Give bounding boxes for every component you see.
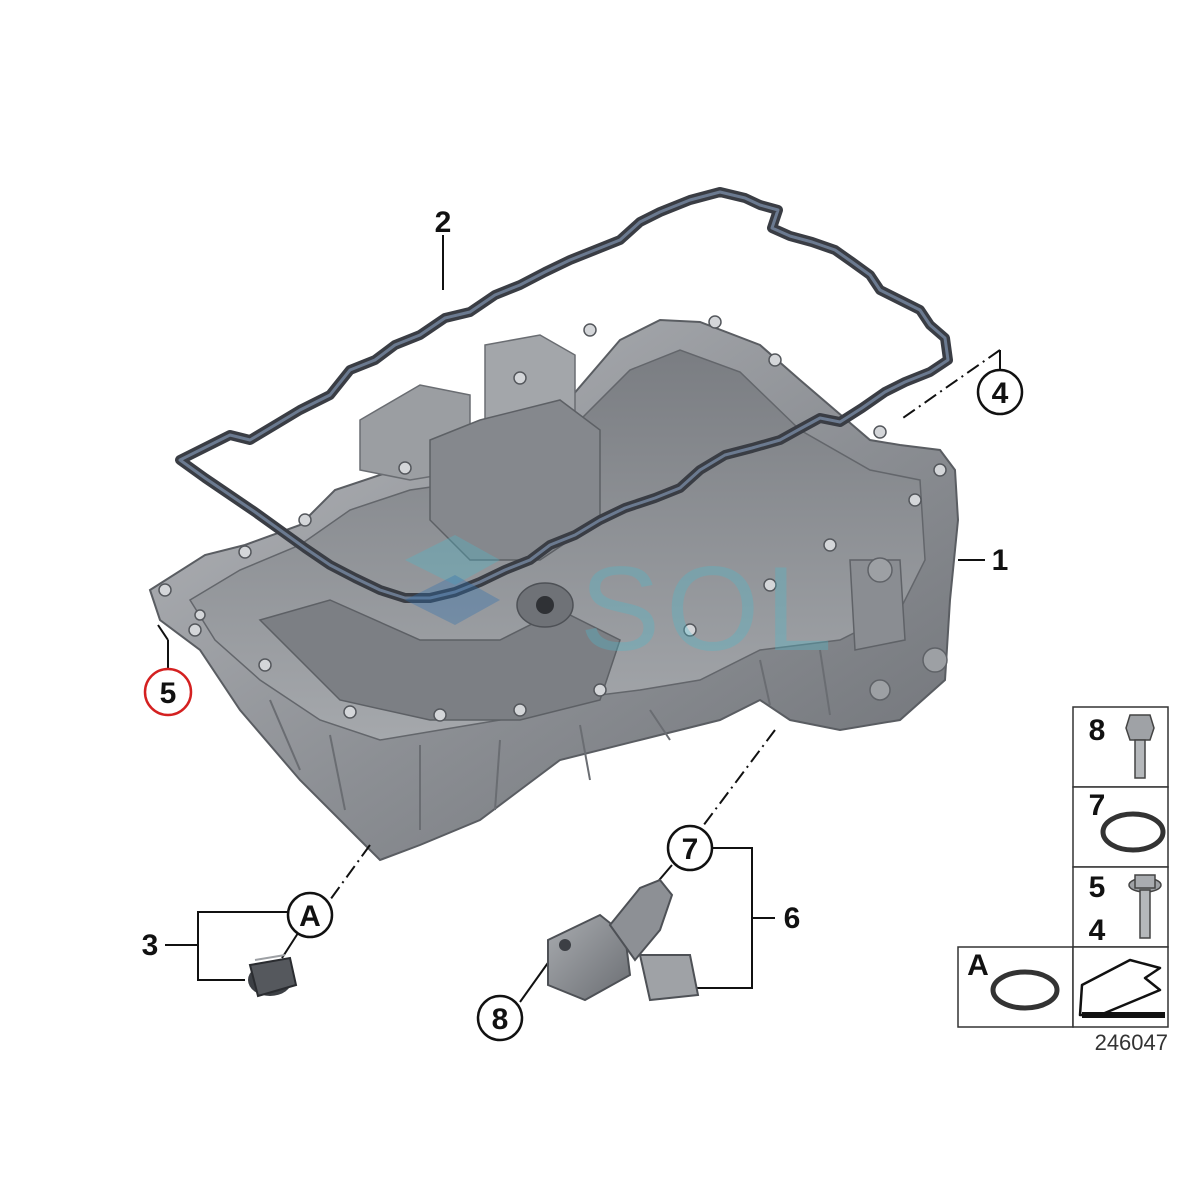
callout-8: 8 bbox=[476, 994, 524, 1042]
callout-8-label: 8 bbox=[492, 1003, 509, 1036]
callout-4: 4 bbox=[976, 368, 1024, 416]
callout-7: 7 bbox=[666, 824, 714, 872]
watermark: SOL bbox=[405, 535, 838, 676]
callout-5: 5 bbox=[143, 667, 193, 717]
oil-pan-gasket bbox=[175, 187, 953, 603]
oil-level-sensor bbox=[547, 878, 700, 1002]
legend-row3-bottom-label: 4 bbox=[1089, 914, 1106, 947]
fastener-legend: 8 7 5 4 A 246047 bbox=[957, 706, 1169, 1055]
legend-row3-top-label: 5 bbox=[1089, 871, 1106, 904]
callout-7-label: 7 bbox=[682, 833, 699, 866]
legend-row1-label: 8 bbox=[1089, 714, 1106, 747]
leader-lines bbox=[157, 235, 1001, 1003]
sealing-ring-icon bbox=[990, 969, 1060, 1011]
hex-bolt-icon bbox=[1125, 714, 1155, 779]
o-ring-icon bbox=[1100, 811, 1166, 853]
callout-4-label: 4 bbox=[992, 377, 1009, 410]
callout-2-label: 2 bbox=[435, 206, 452, 239]
callout-6-label: 6 bbox=[784, 902, 801, 935]
reference-arrow-icon bbox=[1078, 958, 1165, 1018]
drain-plug bbox=[248, 954, 298, 998]
callout-1-label: 1 bbox=[992, 544, 1009, 577]
callout-3-label: 3 bbox=[142, 929, 159, 962]
callout-a: A bbox=[286, 891, 334, 939]
legend-row2-label: 7 bbox=[1089, 789, 1106, 822]
callout-5-label: 5 bbox=[160, 677, 177, 710]
watermark-text: SOL bbox=[580, 542, 838, 676]
callout-a-label: A bbox=[299, 900, 321, 933]
legend-row4-label: A bbox=[967, 949, 989, 982]
diagram-number: 246047 bbox=[1095, 1030, 1168, 1055]
flange-bolt-icon bbox=[1128, 874, 1162, 939]
